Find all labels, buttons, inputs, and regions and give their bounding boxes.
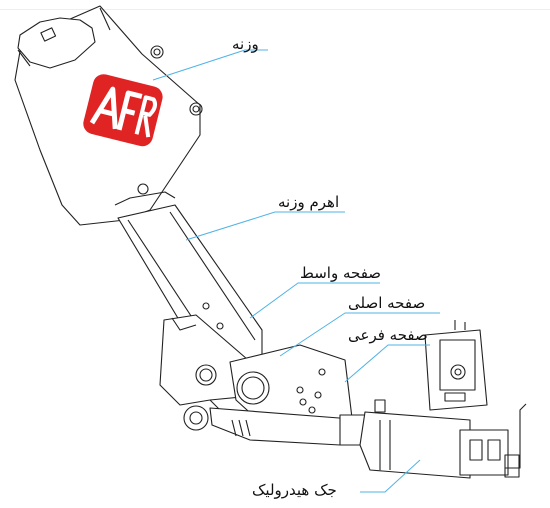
hydraulic-jack-body [209, 399, 527, 479]
afr-logo [83, 74, 163, 147]
top-divider [0, 9, 550, 10]
label-counterweight: وزنه [232, 35, 259, 53]
leader-counterweight [152, 49, 268, 81]
motor-box [424, 320, 488, 411]
leader-middle-plate [249, 282, 380, 319]
leader-main-plate [279, 312, 440, 357]
label-middle-plate: صفحه واسط [300, 264, 382, 282]
label-main-plate: صفحه اصلی [348, 294, 426, 312]
label-weight-arm: اهرم وزنه [278, 193, 340, 211]
leader-lines [152, 49, 440, 493]
label-sub-plate: صفحه فرعی [348, 326, 428, 344]
leader-weight-arm [185, 211, 345, 241]
leader-hydraulic-jack [360, 459, 421, 493]
label-hydraulic-jack: جک هیدرولیک [252, 481, 337, 499]
leader-sub-plate [344, 344, 430, 383]
